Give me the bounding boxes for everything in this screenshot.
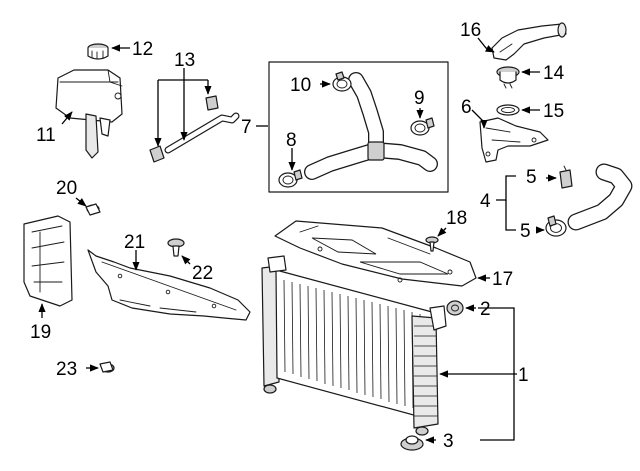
callout-21: 21 <box>124 232 145 253</box>
callout-18: 18 <box>446 208 467 229</box>
callout-13: 13 <box>174 50 195 71</box>
lower-hose-clamp-upper[interactable] <box>559 165 573 189</box>
reservoir-cap[interactable] <box>87 43 109 60</box>
coolant-reservoir[interactable] <box>55 69 123 159</box>
hose-clamp-9[interactable] <box>410 117 435 136</box>
callout-numbers: 1 2 3 4 5 5 6 7 8 9 10 11 12 13 14 15 16… <box>30 20 565 452</box>
callout-19: 19 <box>30 322 51 343</box>
overflow-hose[interactable] <box>149 95 240 163</box>
thermostat[interactable] <box>496 66 520 89</box>
bolt-20[interactable] <box>85 203 101 216</box>
callout-5-lower: 5 <box>520 221 531 242</box>
hose-clamp-8[interactable] <box>278 169 303 188</box>
lower-insulator[interactable] <box>400 435 424 451</box>
callout-6: 6 <box>461 97 472 118</box>
thermostat-housing[interactable] <box>479 117 549 163</box>
hose-clamp-10[interactable] <box>332 71 352 92</box>
thermostat-outlet-housing[interactable] <box>491 22 567 61</box>
callout-16: 16 <box>460 20 481 41</box>
lower-radiator-hose[interactable] <box>567 163 633 231</box>
callout-17: 17 <box>492 269 513 290</box>
callout-2: 2 <box>480 299 491 320</box>
upper-insulator[interactable] <box>446 300 464 316</box>
callout-15: 15 <box>543 101 564 122</box>
callout-3: 3 <box>443 431 454 452</box>
bolt-23[interactable] <box>99 361 115 373</box>
callout-20: 20 <box>56 178 77 199</box>
push-retainer-22[interactable] <box>167 238 185 257</box>
upper-air-baffle[interactable] <box>274 220 477 287</box>
callout-1: 1 <box>518 365 529 386</box>
callout-22: 22 <box>192 263 213 284</box>
lower-hose-clamp-lower[interactable] <box>545 215 567 237</box>
callout-9: 9 <box>414 88 425 109</box>
leader-lines <box>38 37 557 444</box>
callout-12: 12 <box>132 39 153 60</box>
lower-air-deflector[interactable] <box>87 249 251 321</box>
callout-14: 14 <box>543 63 565 84</box>
callout-5-upper: 5 <box>526 167 537 188</box>
callout-7: 7 <box>241 117 252 138</box>
push-pin-18[interactable] <box>425 236 439 252</box>
radiator[interactable] <box>261 255 447 436</box>
callout-11: 11 <box>36 125 56 146</box>
callout-8: 8 <box>286 130 297 151</box>
thermostat-gasket[interactable] <box>496 104 520 116</box>
side-air-baffle[interactable] <box>23 215 73 307</box>
callout-10: 10 <box>290 75 311 96</box>
callout-23: 23 <box>56 359 77 380</box>
callout-4: 4 <box>480 191 491 212</box>
